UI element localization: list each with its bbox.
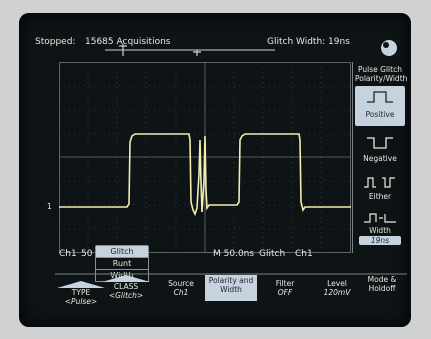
negative-pulse-icon — [367, 137, 393, 149]
positive-label: Positive — [365, 110, 395, 119]
trigger-source-readout: Ch1 — [295, 249, 313, 259]
timebase-readout: M 50.0ns — [213, 249, 255, 259]
acquisition-count: 15685 Acquisitions — [85, 37, 171, 47]
width-value: 19ns — [359, 236, 401, 245]
trigger-type-readout: Glitch — [259, 249, 286, 259]
width-button[interactable]: Width 19ns — [355, 212, 405, 250]
width-pulse-icon — [364, 213, 396, 223]
acquisition-state: Stopped: — [35, 37, 76, 47]
polarity-either-button[interactable]: Either — [355, 174, 405, 206]
level-label: Level — [327, 279, 347, 288]
negative-label: Negative — [363, 154, 397, 163]
level-button[interactable]: Level 120mV — [311, 275, 363, 313]
polarity-width-button[interactable]: Polarity and Width — [205, 275, 257, 301]
mode-holdoff-label: Mode & Holdoff — [367, 275, 397, 293]
filter-value: OFF — [277, 287, 293, 297]
ch1-readout: Ch1 — [59, 249, 77, 259]
class-selected-arrow — [102, 275, 150, 282]
side-menu-title-2: Polarity/Width — [355, 74, 408, 83]
channel-indicator-icon — [381, 40, 397, 56]
either-pulse-icon — [364, 177, 395, 188]
class-button[interactable]: Class <Glitch> — [100, 275, 152, 313]
filter-label: Filter — [275, 279, 295, 288]
ground-marker: 1 — [47, 202, 52, 211]
type-button[interactable]: Type <Pulse> — [55, 275, 107, 319]
bottom-menu: Type <Pulse> Class <Glitch> Source Ch1 P… — [55, 273, 407, 313]
positive-pulse-icon — [367, 91, 393, 103]
bottom-menu-divider — [55, 273, 407, 275]
ch1-scale-readout: 50 — [81, 249, 93, 259]
class-label: Class — [113, 282, 139, 291]
polarity-positive-button[interactable]: Positive — [355, 86, 405, 126]
class-value: <Glitch> — [108, 290, 144, 300]
oscilloscope-screen: Stopped: 15685 Acquisitions Glitch Width… — [19, 13, 411, 327]
type-selected-arrow — [57, 281, 105, 288]
source-label: Source — [168, 279, 194, 288]
waveform-graticule — [59, 62, 351, 253]
source-value: Ch1 — [173, 287, 189, 297]
level-value: 120mV — [323, 287, 351, 297]
record-position-bar — [105, 44, 275, 56]
filter-button[interactable]: Filter OFF — [259, 275, 311, 313]
width-label: Width — [369, 226, 391, 235]
side-menu-title-1: Pulse Glitch — [358, 65, 402, 74]
type-value: <Pulse> — [64, 296, 98, 306]
source-button[interactable]: Source Ch1 — [155, 275, 207, 313]
side-menu: Pulse Glitch Polarity/Width Positive Neg… — [352, 62, 407, 253]
type-label: Type — [71, 288, 91, 297]
polarity-width-label: Polarity and Width — [208, 276, 254, 294]
polarity-negative-button[interactable]: Negative — [355, 134, 405, 168]
either-label: Either — [368, 192, 392, 201]
class-popup-menu: Glitch Runt Width — [95, 245, 149, 282]
mode-holdoff-button[interactable]: Mode & Holdoff — [357, 275, 407, 313]
waveform-trace — [59, 133, 351, 217]
glitch-width-readout: Glitch Width: 19ns — [267, 37, 350, 47]
